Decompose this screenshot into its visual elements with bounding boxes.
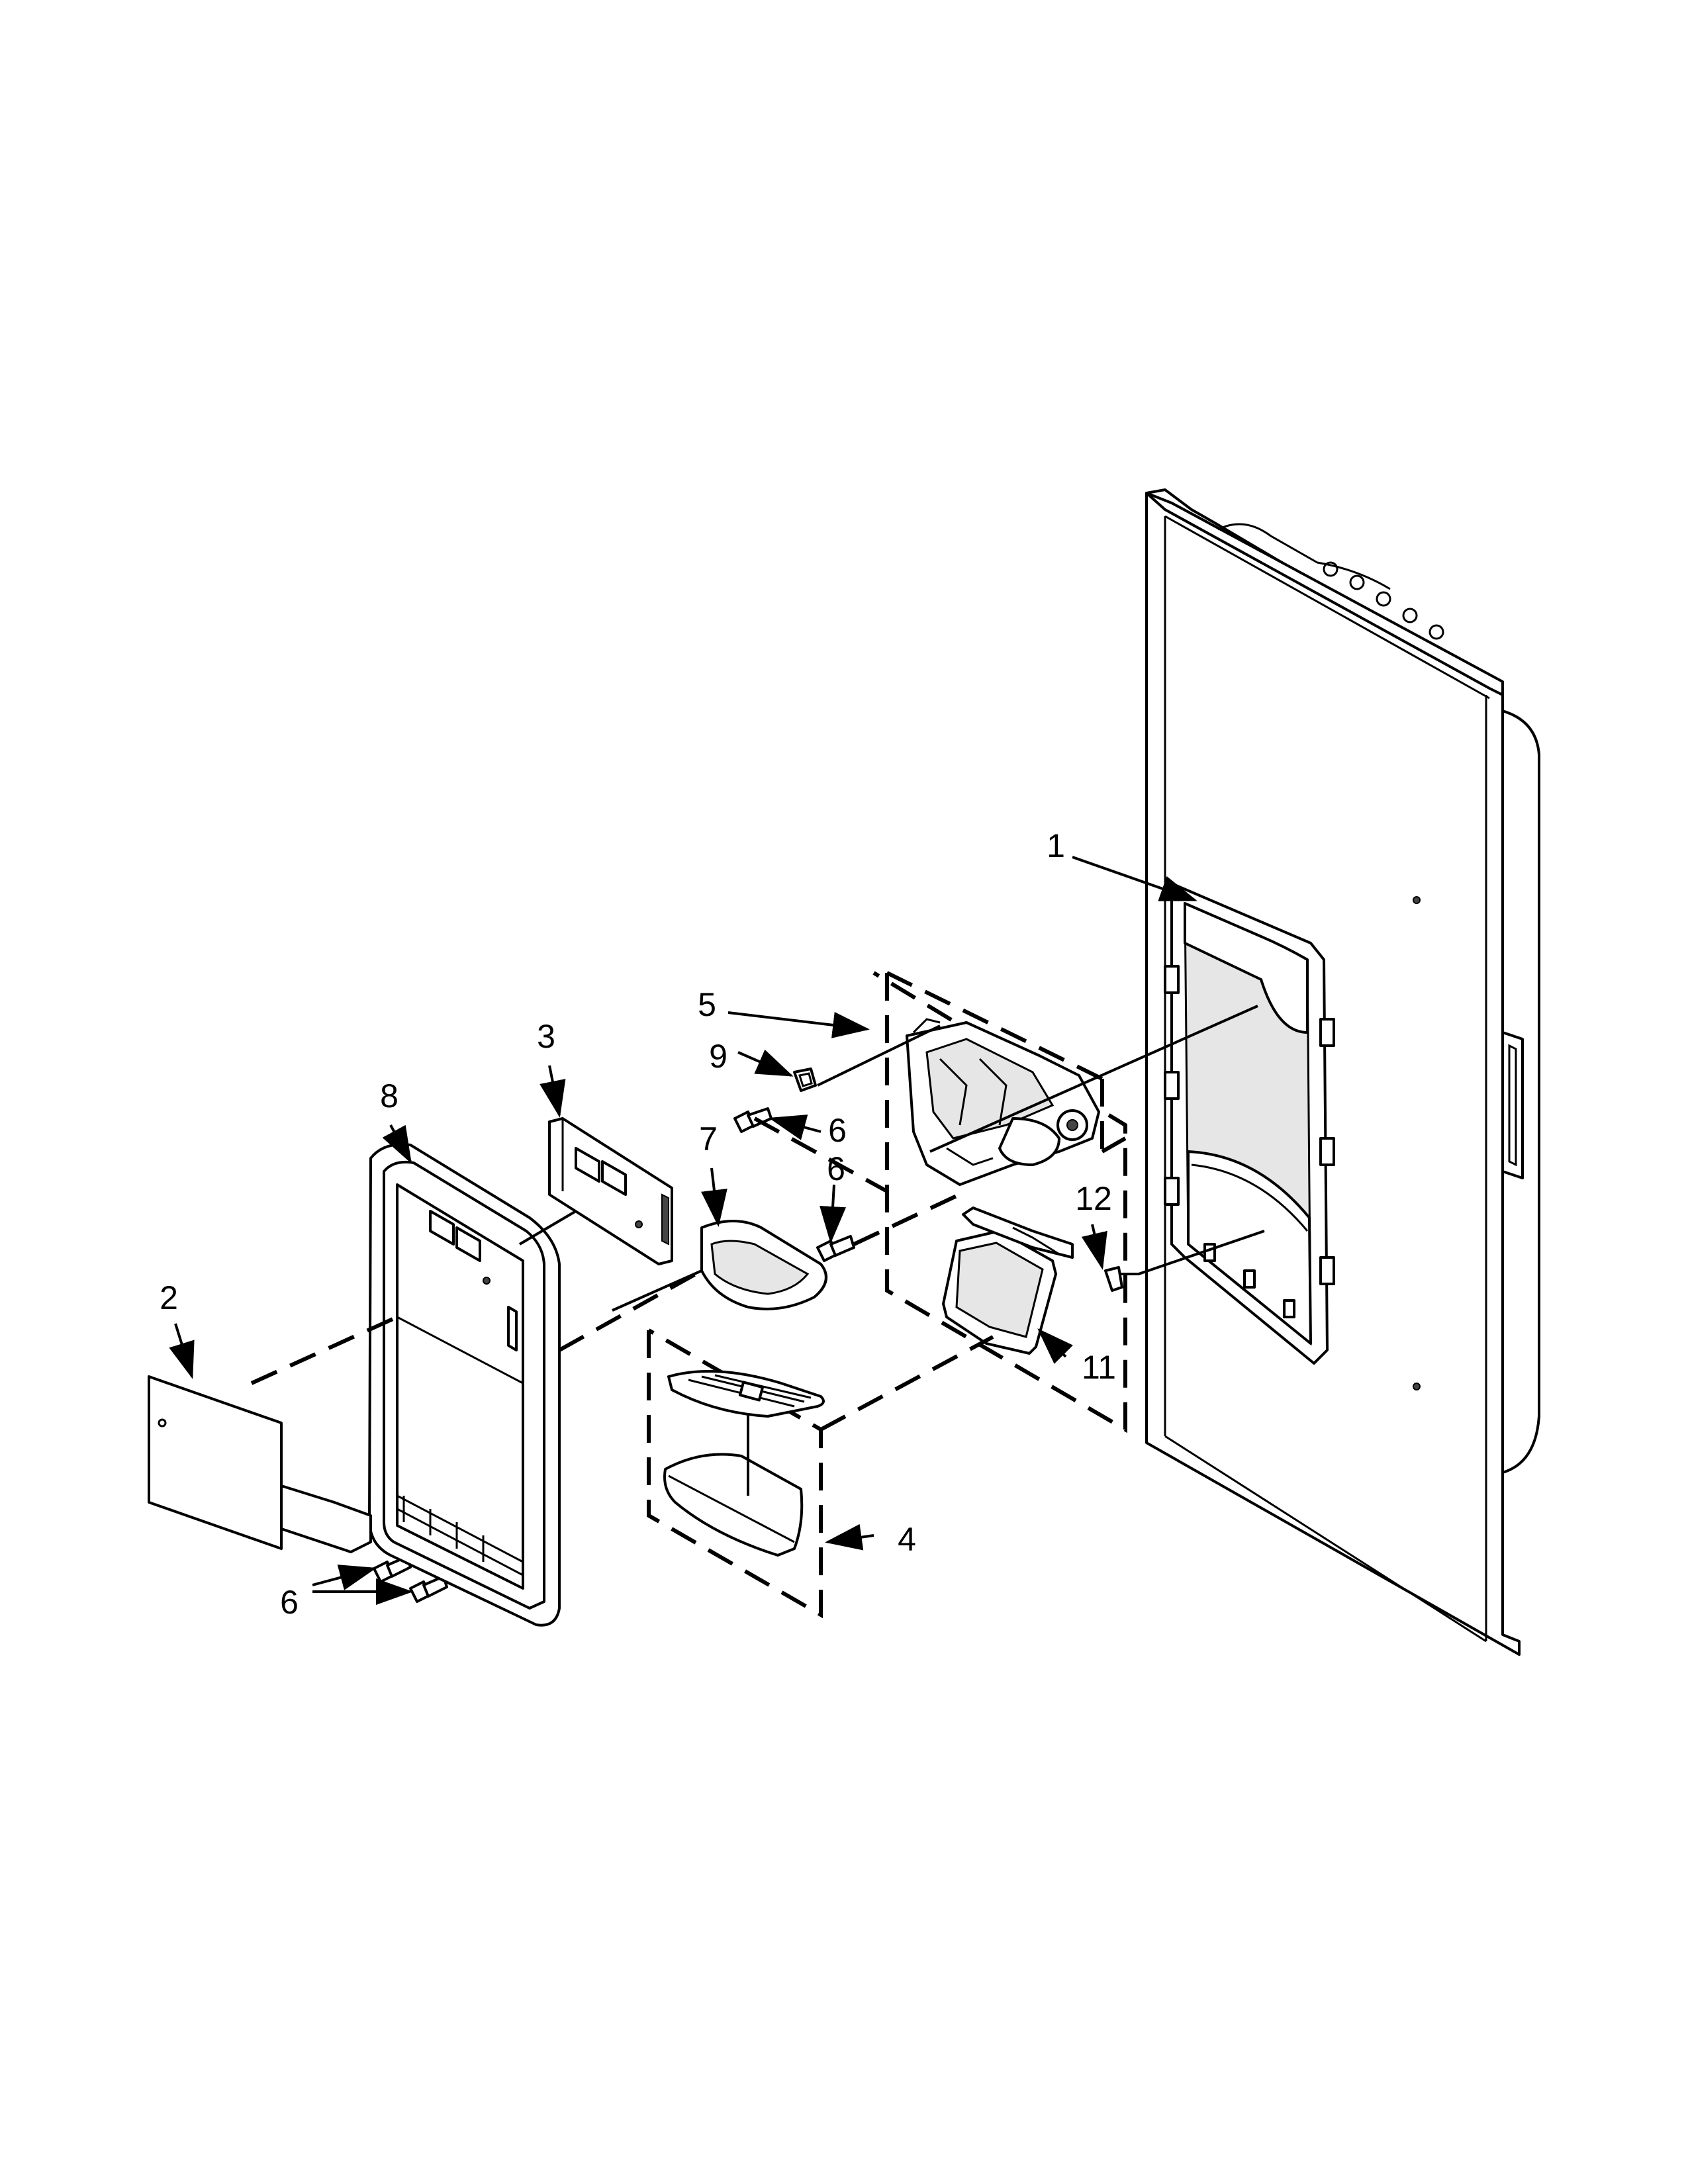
- callout-2: 2: [160, 1279, 178, 1316]
- callout-labels: 1 2 3 4 5 6 6 6 7 8 9 11 12: [160, 827, 1116, 1621]
- dispenser-motor-assembly: [906, 1018, 1100, 1186]
- callout-6-lower: 6: [280, 1584, 299, 1621]
- callout-11: 11: [1082, 1349, 1116, 1386]
- screw-middle: [816, 1235, 855, 1262]
- callout-leaders: [169, 856, 1197, 1605]
- callout-5: 5: [698, 986, 716, 1023]
- screw-upper: [733, 1107, 773, 1133]
- callout-3: 3: [537, 1018, 555, 1055]
- screw-lower-right: [409, 1575, 448, 1603]
- callout-1: 1: [1047, 827, 1065, 864]
- callout-6-middle: 6: [827, 1150, 845, 1187]
- drip-tray-assembly-4: [647, 1328, 994, 1619]
- control-board-3: [548, 1117, 673, 1265]
- callout-12: 12: [1075, 1180, 1112, 1217]
- dispenser-paddle: [942, 1206, 1074, 1355]
- callout-7: 7: [699, 1120, 718, 1158]
- door-panel: [1145, 488, 1540, 1656]
- callout-9: 9: [709, 1038, 727, 1075]
- label-panel-2: [148, 1375, 372, 1553]
- switch-12: [1104, 1266, 1123, 1292]
- dispenser-housing-frame: [1164, 882, 1335, 1365]
- callout-6-upper: 6: [828, 1112, 847, 1149]
- dispenser-face-frame-8: [343, 1143, 561, 1627]
- callout-4: 4: [898, 1521, 916, 1558]
- ice-chute-door-7: [700, 1220, 827, 1310]
- callout-8: 8: [380, 1077, 399, 1115]
- wire-clip-9: [793, 1068, 817, 1092]
